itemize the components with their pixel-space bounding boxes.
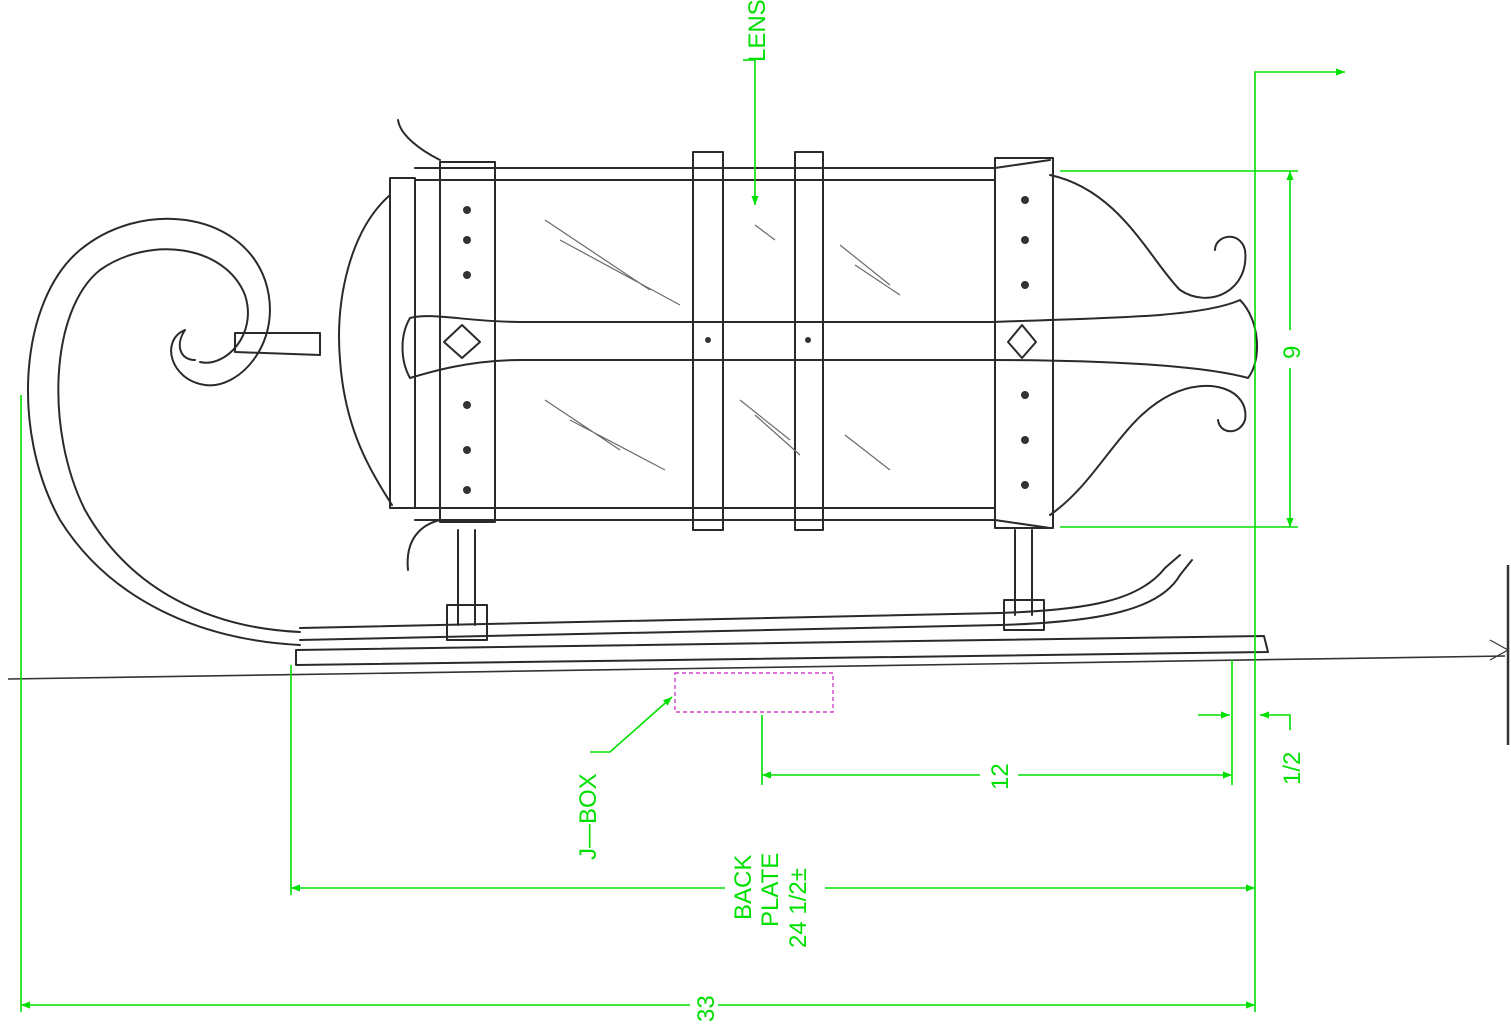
wall-line (7, 565, 1510, 745)
backplate-label-line1: BACK (730, 855, 757, 920)
runner (27, 217, 301, 646)
back-plate-shape (295, 635, 1269, 666)
dimensions (20, 59, 1345, 1012)
height-dimension-label: 9 (1279, 346, 1306, 359)
backplate-label-line2: PLATE (757, 853, 784, 927)
lantern-sketch (27, 119, 1269, 666)
offset-half-label: 1/2 (1279, 752, 1306, 785)
jbox-label: J—BOX (575, 773, 602, 860)
backplate-label-line3: 24 1/2± (785, 868, 812, 948)
jbox-outline (674, 672, 834, 713)
lens-label: LENS (744, 0, 771, 62)
offset-12-label: 12 (987, 763, 1014, 790)
overall-dimension-label: 33 (693, 995, 720, 1022)
